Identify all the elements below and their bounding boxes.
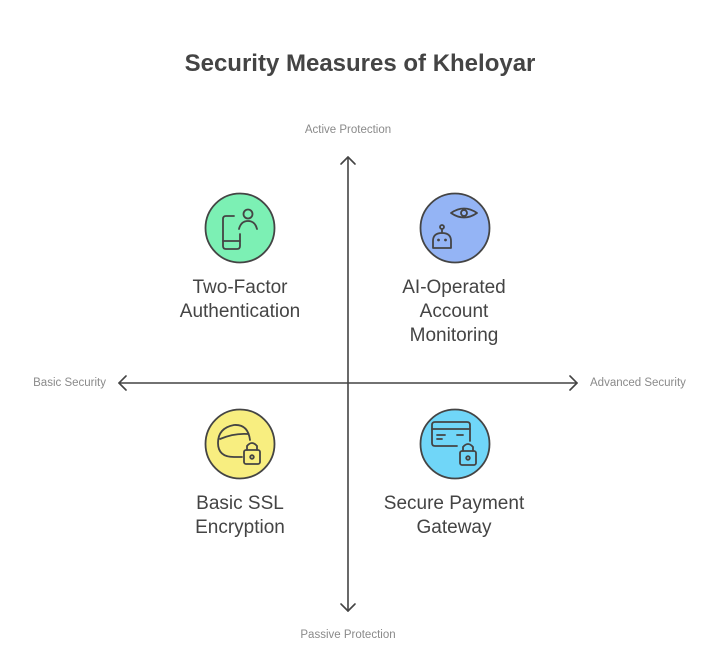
card-lock-icon xyxy=(419,408,491,480)
label-line: Account xyxy=(419,301,489,322)
q4-circle xyxy=(419,408,491,480)
arrow-left-icon xyxy=(118,375,127,391)
q2-circle xyxy=(419,192,491,264)
q3-circle xyxy=(204,408,276,480)
arrow-right-icon xyxy=(569,375,578,391)
quadrant-label-ai-monitoring: AI-Operated Account Monitoring xyxy=(354,276,554,348)
page-title: Security Measures of Kheloyar xyxy=(184,50,536,77)
label-line: Monitoring xyxy=(409,325,499,346)
arrow-down-icon xyxy=(340,603,356,612)
axis-label-left: Basic Security xyxy=(33,377,106,389)
arrow-up-icon xyxy=(340,156,356,165)
label-line: Gateway xyxy=(416,517,492,538)
axis-label-right: Advanced Security xyxy=(590,377,686,389)
quadrant-label-ssl: Basic SSL Encryption xyxy=(140,492,340,540)
robot-eye-icon xyxy=(419,192,491,264)
axis-label-bottom: Passive Protection xyxy=(300,629,396,641)
axis-label-top: Active Protection xyxy=(304,124,392,136)
phone-user-icon xyxy=(204,192,276,264)
label-line: Secure Payment xyxy=(383,493,525,514)
shield-lock-icon xyxy=(204,408,276,480)
label-line: Two-Factor xyxy=(192,277,288,298)
quadrant-label-two-factor: Two-Factor Authentication xyxy=(140,276,340,324)
label-line: AI-Operated xyxy=(402,277,506,298)
quadrant-label-payment: Secure Payment Gateway xyxy=(354,492,554,540)
label-line: Encryption xyxy=(195,517,285,538)
label-line: Basic SSL xyxy=(196,493,284,514)
label-line: Authentication xyxy=(179,301,301,322)
